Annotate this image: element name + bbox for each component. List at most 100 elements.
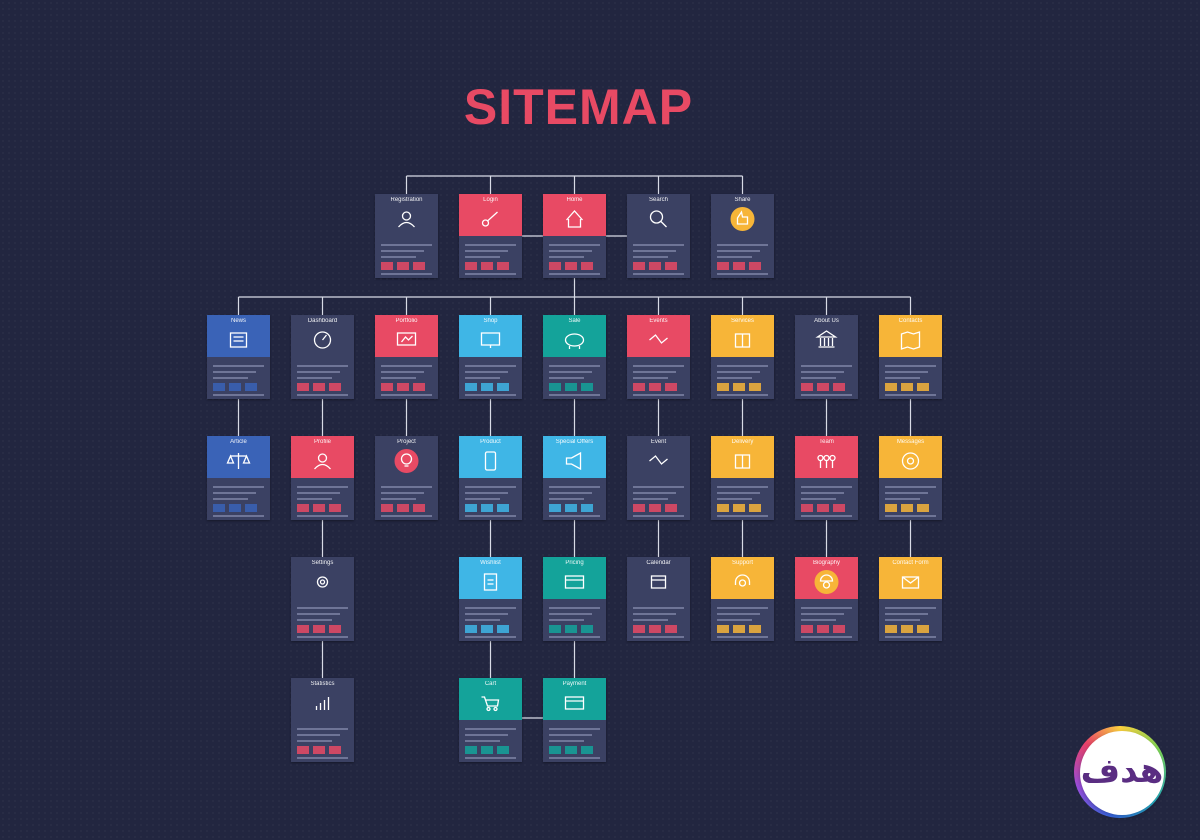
card-body-placeholder — [885, 607, 936, 638]
card-body-placeholder — [381, 244, 432, 275]
card-wireframe — [885, 452, 936, 517]
card-wireframe — [633, 210, 684, 275]
card-body-placeholder — [717, 486, 768, 517]
box-icon — [734, 333, 751, 348]
sitemap-card-payment[interactable]: Payment — [543, 678, 606, 762]
card-body-placeholder — [381, 486, 432, 517]
card-header — [879, 436, 942, 478]
sitemap-card-registration[interactable]: Registration — [375, 194, 438, 278]
headset-icon — [734, 574, 751, 587]
home-icon — [566, 210, 583, 228]
card-header — [459, 194, 522, 236]
user-add-icon — [398, 211, 415, 228]
sitemap-card-sale[interactable]: Sale — [543, 315, 606, 399]
card-body-placeholder — [213, 365, 264, 396]
thumbs-up-icon — [730, 207, 755, 231]
sitemap-card-contact-form[interactable]: Contact Form — [879, 557, 942, 641]
card-wireframe — [381, 211, 432, 275]
phone-icon — [484, 451, 497, 471]
card-label: Delivery — [731, 439, 754, 445]
sitemap-card-dashboard[interactable]: Dashboard — [291, 315, 354, 399]
card-header — [627, 436, 690, 478]
card-wireframe — [885, 331, 936, 396]
card-wireframe — [297, 331, 348, 396]
at-sign-icon — [901, 452, 920, 470]
card-label: Calendar — [646, 560, 671, 566]
sitemap-card-settings[interactable]: Settings — [291, 557, 354, 641]
sitemap-card-events[interactable]: Events — [627, 315, 690, 399]
sitemap-card-calendar[interactable]: Calendar — [627, 557, 690, 641]
card-header — [375, 194, 438, 236]
sitemap-card-delivery[interactable]: Delivery — [711, 436, 774, 520]
card-wireframe — [465, 573, 516, 638]
card-header — [795, 315, 858, 357]
card-body-placeholder — [717, 244, 768, 275]
sitemap-card-about-us[interactable]: About Us — [795, 315, 858, 399]
card-body-placeholder — [717, 365, 768, 396]
sitemap-card-statistics[interactable]: Statistics — [291, 678, 354, 762]
card-label: Registration — [390, 197, 423, 203]
sitemap-card-product[interactable]: Product — [459, 436, 522, 520]
card-header — [627, 557, 690, 599]
sitemap-card-portfolio[interactable]: Portfolio — [375, 315, 438, 399]
sitemap-card-services[interactable]: Services — [711, 315, 774, 399]
sitemap-card-news[interactable]: News — [207, 315, 270, 399]
sitemap-card-project[interactable]: Project — [375, 436, 438, 520]
sitemap-card-messages[interactable]: Messages — [879, 436, 942, 520]
card-wireframe — [381, 449, 432, 517]
clipboard-icon — [483, 573, 498, 591]
card-wireframe — [633, 575, 684, 638]
sitemap-card-search[interactable]: Search — [627, 194, 690, 278]
card-header — [627, 194, 690, 236]
card-label: Biography — [812, 560, 841, 566]
card-label: Team — [819, 439, 834, 445]
gear-icon — [316, 576, 329, 588]
card-body-placeholder — [549, 728, 600, 759]
card-body-placeholder — [633, 607, 684, 638]
card-body-placeholder — [801, 365, 852, 396]
sitemap-card-team[interactable]: Team — [795, 436, 858, 520]
sitemap-card-share[interactable]: Share — [711, 194, 774, 278]
sitemap-card-support[interactable]: Support — [711, 557, 774, 641]
sitemap-card-pricing[interactable]: Pricing — [543, 557, 606, 641]
card-body-placeholder — [633, 244, 684, 275]
card-label: Event — [650, 439, 667, 445]
sitemap-card-article[interactable]: Article — [207, 436, 270, 520]
card-label: Payment — [562, 681, 587, 687]
calendar-icon — [650, 575, 667, 589]
card-header — [543, 678, 606, 720]
card-body-placeholder — [885, 365, 936, 396]
sitemap-card-login[interactable]: Login — [459, 194, 522, 278]
sitemap-card-contacts[interactable]: Contacts — [879, 315, 942, 399]
card-header — [207, 315, 270, 357]
key-icon — [481, 211, 498, 227]
sitemap-card-wishlist[interactable]: Wishlist — [459, 557, 522, 641]
team-icon — [817, 454, 836, 468]
sitemap-card-cart[interactable]: Cart — [459, 678, 522, 762]
card-label: Support — [731, 560, 753, 566]
handshake-icon — [649, 455, 668, 465]
card-label: Search — [648, 197, 668, 203]
card-body-placeholder — [549, 607, 600, 638]
card-wireframe — [297, 697, 348, 759]
sitemap-card-home[interactable]: Home — [543, 194, 606, 278]
card-wireframe — [885, 576, 936, 638]
card-wireframe — [717, 333, 768, 396]
building-icon — [815, 330, 838, 348]
card-wireframe — [381, 332, 432, 396]
card-label: Profile — [313, 439, 331, 445]
card-label: Project — [397, 439, 416, 445]
card-header — [543, 557, 606, 599]
worker-icon — [814, 570, 839, 594]
card-body-placeholder — [801, 607, 852, 638]
sitemap-card-profile[interactable]: Profile — [291, 436, 354, 520]
sitemap-card-event[interactable]: Event — [627, 436, 690, 520]
card-body-placeholder — [465, 486, 516, 517]
sitemap-card-shop[interactable]: Shop — [459, 315, 522, 399]
card-wireframe — [717, 454, 768, 517]
sitemap-card-biography[interactable]: Biography — [795, 557, 858, 641]
card-header — [879, 315, 942, 357]
sitemap-card-special-offers[interactable]: Special Offers — [543, 436, 606, 520]
card-header — [291, 678, 354, 720]
